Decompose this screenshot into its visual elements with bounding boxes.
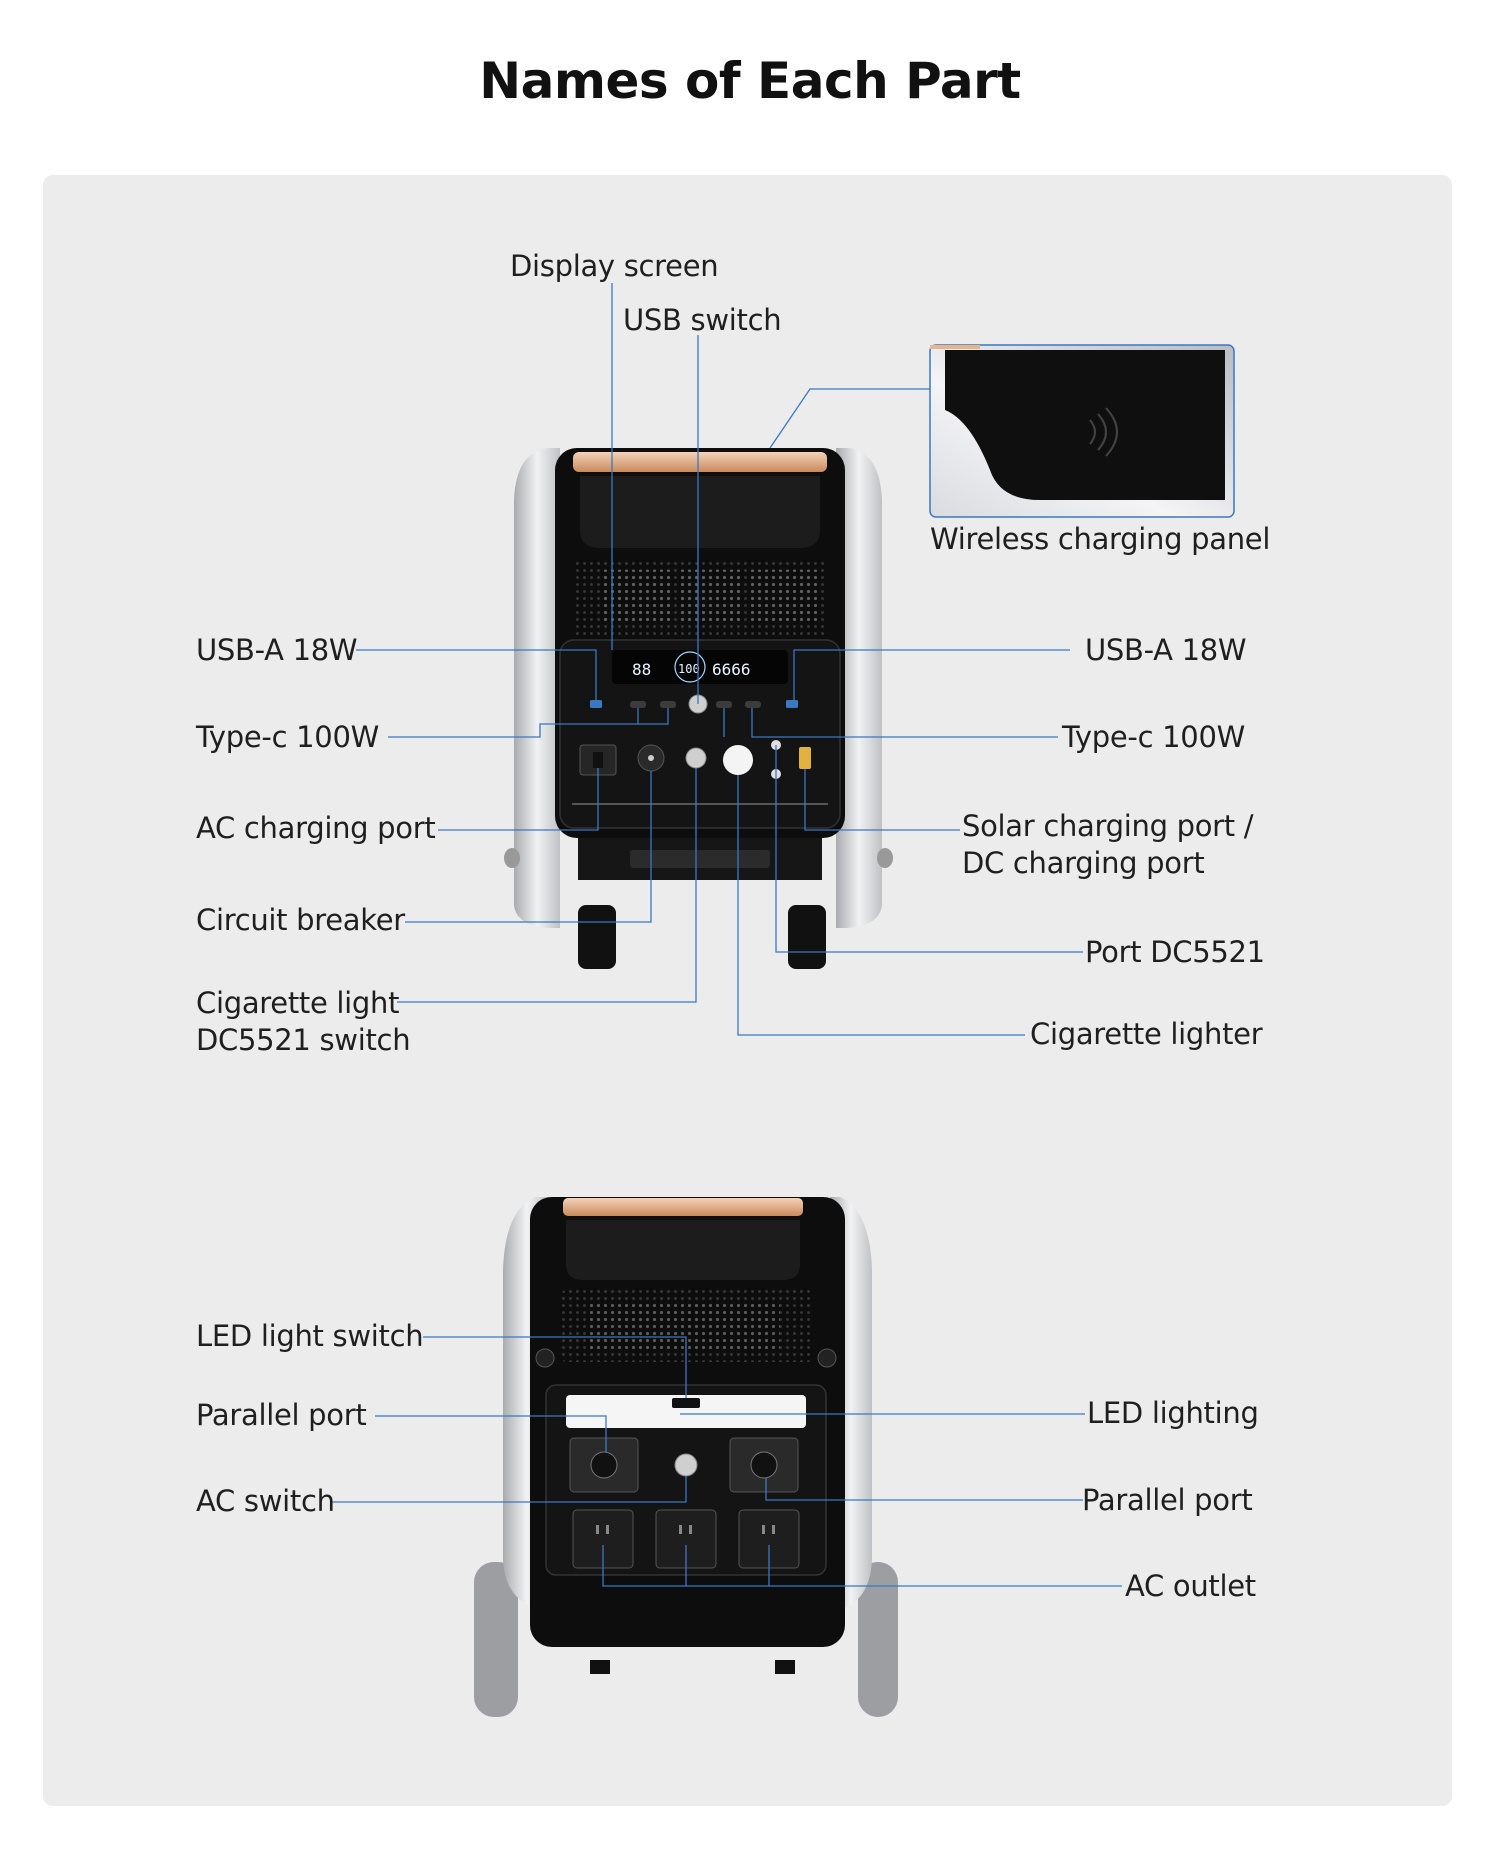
leader-lines [330,283,1122,1587]
label-cigarette-lighter: Cigarette lighter [1030,1017,1263,1051]
label-usb-a-right: USB-A 18W [1085,633,1247,667]
leader-type-c-right [751,708,1058,738]
leader-led-light-switch [423,1336,687,1398]
top-grille-pattern-2 [680,570,740,625]
top-grille-pattern-3 [750,570,820,625]
label-solar-line1: Solar charging port / [962,809,1254,843]
bottom-grille-pattern [590,1300,780,1350]
label-parallel-port-right: Parallel port [1082,1483,1253,1517]
cigarette-lighter [723,745,753,775]
type-c-port-left-2 [660,701,676,708]
label-display-screen: Display screen [510,249,719,283]
bottom-screw-right [817,1348,837,1368]
label-type-c-left: Type-c 100W [196,720,379,754]
leader-ac-switch [330,1476,687,1503]
bottom-device [474,1197,898,1717]
label-type-c-right: Type-c 100W [1062,720,1245,754]
parallel-port-left-socket [590,1451,618,1479]
ac-switch-button [674,1453,698,1477]
type-c-port-left-1 [630,701,646,708]
bottom-handle [563,1198,803,1216]
usb-a-port-left [590,700,602,708]
leader-usb-a-right [793,649,1070,700]
leader-parallel-right [765,1478,1083,1501]
display-readout-center: 100 [678,662,700,676]
top-side-knob-left [504,848,520,868]
top-shell-right [836,448,882,928]
label-cig-switch-line1: Cigarette light [196,986,400,1020]
bottom-wheel-right [858,1562,898,1717]
label-ac-switch: AC switch [196,1484,335,1518]
led-light-switch [672,1398,700,1408]
top-control-panel [559,639,841,829]
leader-wireless-charging [769,388,930,449]
label-usb-a-left: USB-A 18W [196,633,358,667]
type-c-port-right-2 [745,701,761,708]
wireless-icon [1089,407,1118,457]
wireless-charging-pad [945,350,1225,500]
label-wireless-charging-panel: Wireless charging panel [930,522,1271,556]
cigarette-dc5521-switch [685,747,707,769]
bottom-wheel-left [474,1562,518,1717]
leader-cigarette-lighter [737,775,1025,1036]
top-wheel-right [788,905,826,969]
circuit-breaker-center [648,755,654,761]
led-lighting-bar [566,1395,806,1428]
bottom-screw-left [535,1348,555,1368]
parallel-port-right-socket [750,1451,778,1479]
label-solar-line2: DC charging port [962,846,1205,880]
top-grille-pattern-1 [600,570,670,625]
leader-type-c-left [388,708,669,738]
display-battery-ring [674,651,706,683]
leader-solar [804,769,960,831]
solar-dc-charging-port [799,747,811,769]
label-usb-switch: USB switch [623,303,782,337]
top-trolley-bar [630,850,770,868]
top-handle [573,452,827,472]
leader-ac-outlet [602,1545,1122,1587]
leader-usb-a-left [356,649,597,700]
leader-ac-charging [438,768,599,831]
label-cig-switch-line2: DC5521 switch [196,1023,411,1057]
top-handle-recess [580,476,820,548]
bottom-handle-recess [566,1220,800,1280]
display-screen [612,650,788,684]
label-ac-charging-port: AC charging port [196,811,436,845]
label-led-lighting: LED lighting [1087,1396,1259,1430]
display-readout-left: 88 [632,660,651,679]
bottom-foot-left [590,1660,610,1674]
top-wheel-left [578,905,616,969]
wireless-charging-inset [929,344,1235,518]
top-side-knob-right [877,848,893,868]
page-title: Names of Each Part [479,52,1021,110]
ac-outlet-pins [596,1525,775,1534]
ac-charging-port-socket [593,752,603,768]
label-circuit-breaker: Circuit breaker [196,903,405,937]
label-port-dc5521: Port DC5521 [1085,935,1265,969]
top-shell-left [514,448,560,928]
display-readout-right: 6666 [712,660,751,679]
leader-cig-switch [397,768,697,1003]
type-c-port-right-1 [716,701,732,708]
label-led-light-switch: LED light switch [196,1319,424,1353]
bottom-foot-right [775,1660,795,1674]
leader-parallel-left [375,1415,607,1452]
label-ac-outlet: AC outlet [1125,1569,1256,1603]
leader-circuit-breaker [405,771,652,923]
wireless-inset-handle [930,345,980,349]
usb-a-port-right [786,700,798,708]
label-parallel-port-left: Parallel port [196,1398,367,1432]
leader-port-dc5521 [775,774,1083,953]
